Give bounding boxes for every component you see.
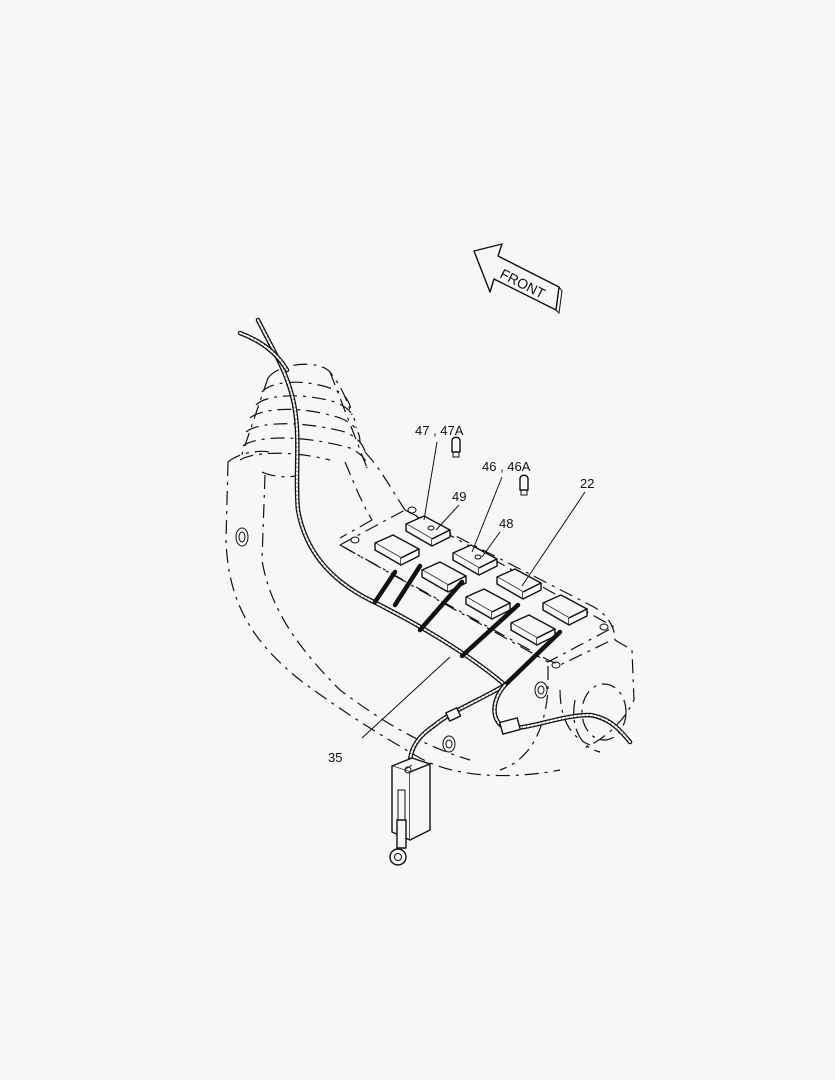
rocker-switch [465, 588, 511, 620]
bulb-icon [519, 474, 529, 496]
rocker-switch-48 [452, 544, 498, 576]
leader-lines [361, 441, 586, 739]
rocker-switch [374, 534, 420, 566]
callout-47-47a: 47 , 47A [415, 423, 464, 438]
rocker-switch [510, 614, 556, 646]
rocker-switch-22 [496, 568, 542, 600]
callout-22: 22 [580, 476, 594, 491]
callouts: 47 , 47A 46 , 46A 49 48 22 35 [328, 423, 594, 765]
bulb-icon [451, 436, 461, 458]
front-arrow: FRONT [473, 243, 563, 315]
rocker-switch [542, 594, 588, 626]
callout-49: 49 [452, 489, 466, 504]
joystick-boot [239, 363, 368, 469]
callout-35: 35 [328, 750, 342, 765]
callout-48: 48 [499, 516, 513, 531]
console-outline [225, 450, 635, 777]
switch-panel [338, 509, 616, 663]
limit-switch [389, 757, 431, 866]
rocker-switch-49 [405, 515, 451, 547]
callout-46-46a: 46 , 46A [482, 459, 531, 474]
wiring-harness [237, 317, 633, 763]
rocker-switches [374, 515, 588, 646]
